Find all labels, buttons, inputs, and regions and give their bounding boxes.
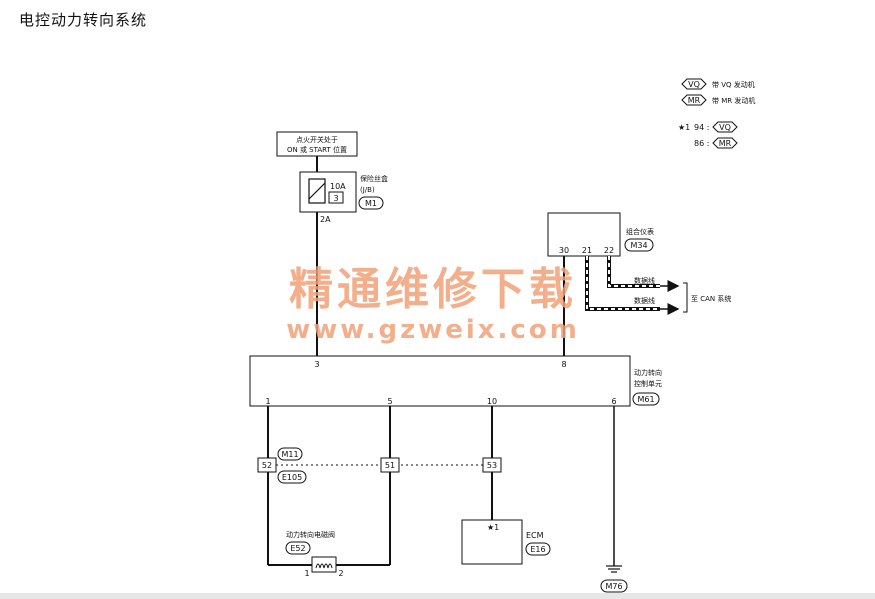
unit-pin-6: 6 [611,397,616,406]
fuse-sub: (J/B) [360,186,375,194]
unit-label1: 动力转向 [634,368,662,377]
solenoid-box [311,556,337,573]
valve-connector-badge [285,541,311,555]
unit-pin-5: 5 [387,397,392,406]
unit-pin-1: 1 [265,397,270,406]
joint-connector-bottom-badge [277,470,307,484]
star-mr-badge: MR [719,139,732,148]
meter-connector-badge [624,238,654,252]
meter-pin-22: 22 [604,246,614,255]
ignition-line1: 点火开关处于 [296,135,338,144]
joint-pin-53: 53 [487,461,497,470]
vq-legend-text: 带 VQ 发动机 [712,80,755,89]
valve-pin-left: 1 [304,569,309,578]
unit-pin-10: 10 [487,397,497,406]
valve-label: 动力转向电磁阀 [286,530,335,539]
unit-pin-8: 8 [561,360,566,369]
fuse-pin: 2A [320,215,331,224]
watermark-line2: www.gzweix.com [286,315,580,345]
joint-connector-bottom: E105 [282,473,302,482]
can-to-label: 至 CAN 系统 [691,294,731,303]
can-lines [585,256,688,315]
meter-pin-30: 30 [559,246,569,255]
joint-pin-52: 52 [262,461,272,470]
ecm-star: ★1 [487,523,499,532]
ignition-line2: ON 或 START 位置 [287,145,347,154]
watermark-line1: 精通维修下载 [289,264,577,315]
star-note: ★1 [678,123,690,132]
fuse-rating: 10A [330,182,346,191]
fuse-num: 3 [333,194,338,203]
mr-badge: MR [688,96,701,105]
solenoid-coil-icon [315,563,333,569]
star-mr-pin: 86 : [694,139,709,148]
joint-pin-51-box [380,457,400,473]
joint-pin-53-box [482,457,502,473]
can-line2-label: 数据线 [634,296,655,305]
ground-icon [606,565,622,573]
star-vq-badge: VQ [719,123,731,132]
meter-connector: M34 [630,241,647,250]
meter-label: 组合仪表 [626,227,654,236]
ground-connector-badge [600,579,628,593]
vq-badge: VQ [688,80,700,89]
fuse-connector-badge [358,196,384,210]
valve-connector: E52 [290,544,305,553]
unit-connector: M61 [637,395,654,404]
star-mr-badge-shape [712,137,738,149]
mr-badge-shape [681,94,707,106]
ecm-label: ECM [526,531,544,540]
fuse-box [299,171,357,213]
fuse-num-box [328,191,344,204]
star-vq-pin: 94 : [694,123,709,132]
ecm-connector: E16 [530,545,545,554]
can-line1-label: 数据线 [634,276,655,285]
joint-connector-top: M11 [281,450,298,459]
unit-label2: 控制单元 [634,379,662,388]
joint-pin-52-box [257,457,277,473]
fuse-label: 保险丝盒 [360,174,388,183]
ground-connector: M76 [605,582,622,591]
ecm-connector-badge [525,542,551,556]
star-vq-badge-shape [712,121,738,133]
control-unit-box [249,355,631,407]
joint-connector-top-badge [277,447,303,461]
fuse-connector: M1 [365,199,377,208]
bottom-scrollbar [0,593,875,599]
unit-connector-badge [632,392,660,406]
meter-box [547,212,621,257]
valve-pin-right: 2 [338,569,343,578]
vq-badge-shape [681,78,707,90]
fuse-strike [308,182,326,200]
ecm-box [461,519,523,565]
legend: VQ 带 VQ 发动机 MR 带 MR 发动机 ★1 94 : VQ 86 : … [678,78,755,149]
unit-pin-3: 3 [314,360,319,369]
page-title: 电控动力转向系统 [19,11,148,29]
meter-pin-21: 21 [582,246,592,255]
mr-legend-text: 带 MR 发动机 [712,96,755,105]
joint-pin-51: 51 [385,461,395,470]
